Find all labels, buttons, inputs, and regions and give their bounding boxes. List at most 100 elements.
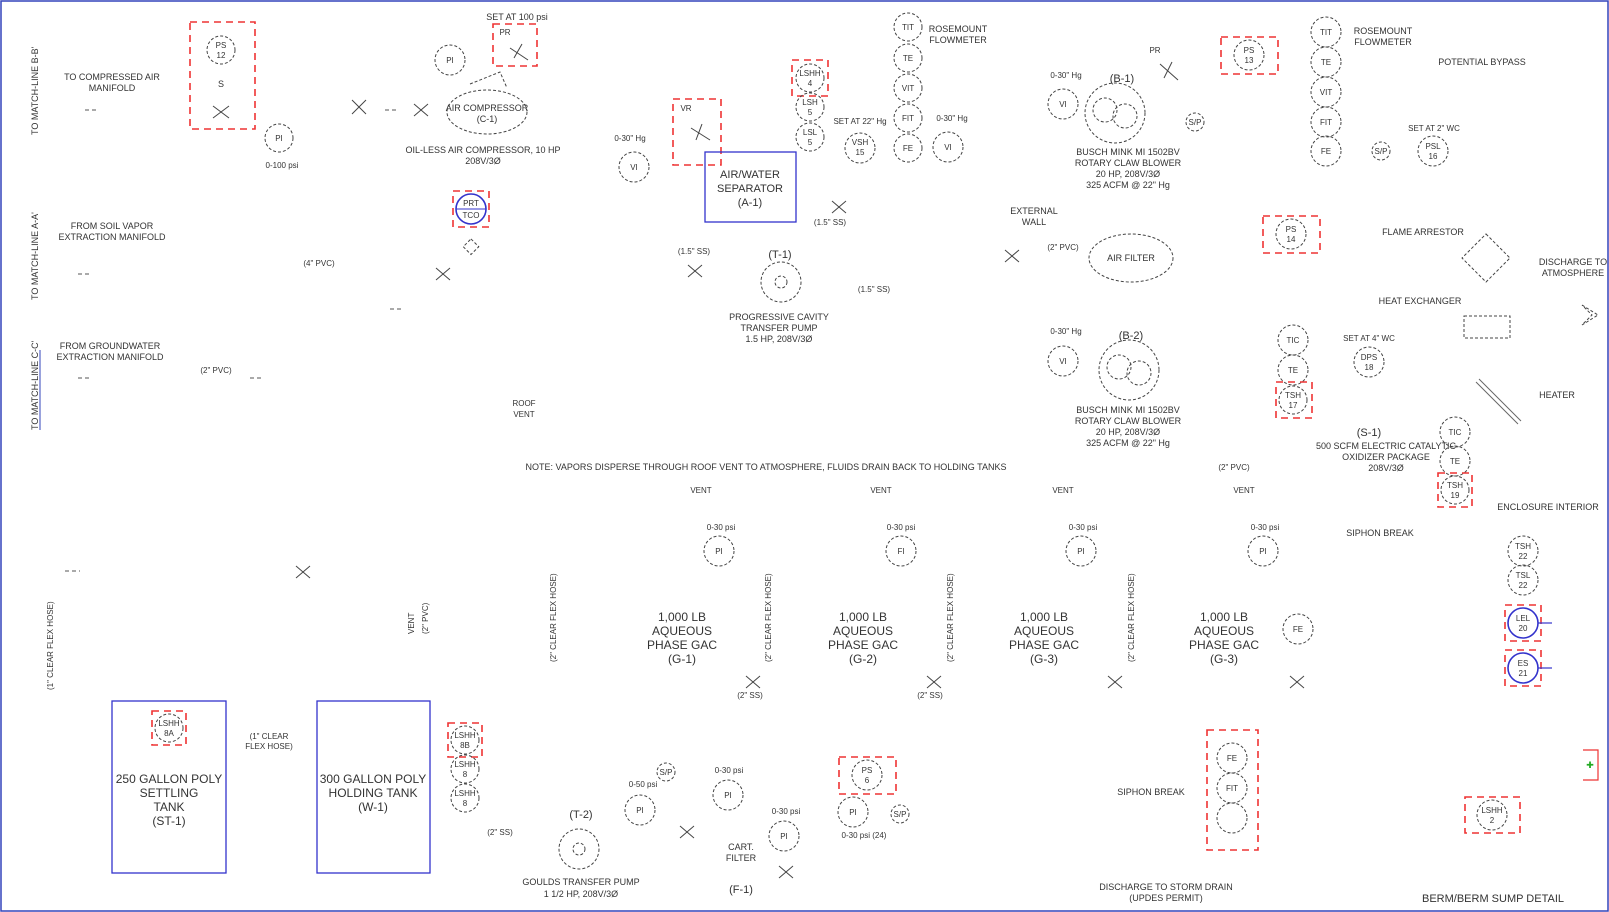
pi-gauge-b[interactable] <box>434 44 466 76</box>
fe-d-bubble[interactable] <box>1216 742 1248 774</box>
sp-bubble-b[interactable] <box>1371 141 1391 161</box>
tic-b-bubble[interactable] <box>1439 416 1471 448</box>
blower-b1-body[interactable] <box>1084 82 1146 144</box>
valve-icon-g[interactable] <box>926 675 942 689</box>
vi-gauge-b[interactable] <box>932 131 964 163</box>
dps18-bubble[interactable] <box>1353 346 1385 378</box>
check-valve-icon-a[interactable] <box>351 99 367 115</box>
fe-b-bubble[interactable] <box>1310 135 1342 167</box>
rosemount-label-a: ROSEMOUNT <box>929 24 988 34</box>
pump-t1-impeller <box>774 275 788 289</box>
sp-bubble-a[interactable] <box>1185 112 1205 132</box>
pi-g1-bubble[interactable] <box>703 535 735 567</box>
psi-label-c: 0-30 psi <box>1069 523 1098 532</box>
relief-valve-icon-b[interactable] <box>1159 61 1179 81</box>
dps18-tag: DPS <box>1361 353 1377 362</box>
pump-t2-body[interactable] <box>558 828 600 870</box>
vent-label-1: VENT <box>690 486 711 495</box>
check-valve-icon-b[interactable] <box>413 103 429 117</box>
fit-b-bubble[interactable] <box>1310 106 1342 138</box>
vi-gauge-a[interactable] <box>618 151 650 183</box>
sp-bubble-c[interactable] <box>656 762 676 782</box>
blower-b2-body[interactable] <box>1098 339 1160 401</box>
tsh19-bubble[interactable] <box>1440 475 1470 505</box>
vit-a-bubble[interactable] <box>893 73 923 103</box>
es21-bubble[interactable] <box>1507 652 1539 684</box>
valve-icon-f[interactable] <box>745 675 761 689</box>
fit-a-bubble[interactable] <box>893 103 923 133</box>
vacuum-relief-icon[interactable] <box>690 123 711 141</box>
psi-label-d: 0-30 psi <box>1251 523 1280 532</box>
valve-icon-k[interactable] <box>679 825 695 839</box>
pi-g1-tag: PI <box>715 547 723 556</box>
tit-b-bubble[interactable] <box>1310 16 1342 48</box>
tsl22-bubble[interactable] <box>1507 564 1539 596</box>
lshh2-bubble[interactable] <box>1476 799 1508 831</box>
gac4-line-2: AQUEOUS <box>1194 624 1254 638</box>
ps13-bubble[interactable] <box>1233 39 1265 71</box>
te-a-bubble[interactable] <box>893 43 923 73</box>
lsh5-bubble[interactable] <box>795 92 825 122</box>
lel20-bubble[interactable] <box>1507 607 1539 639</box>
gac-vessel-2[interactable]: 1,000 LB AQUEOUS PHASE GAC (G-2) <box>828 610 898 666</box>
vi-gauge-c[interactable] <box>1047 88 1079 120</box>
air-water-separator[interactable] <box>704 151 797 223</box>
pi-g3-bubble[interactable] <box>1065 535 1097 567</box>
dps18-number: 18 <box>1365 363 1374 372</box>
prt-tco-enclosure <box>452 190 490 228</box>
pi-gauge-a[interactable] <box>264 123 294 153</box>
sp-bubble-d[interactable] <box>890 804 910 824</box>
valve-icon-c[interactable] <box>435 267 451 281</box>
tsh17-bubble[interactable] <box>1278 385 1308 415</box>
relief-valve-icon-a[interactable] <box>509 43 529 61</box>
to-compressed-air-label-2: MANIFOLD <box>89 83 136 93</box>
valve-icon-d[interactable] <box>831 200 847 214</box>
valve-icon-h[interactable] <box>1107 675 1123 689</box>
heat-exchanger-body[interactable] <box>1463 315 1511 339</box>
lshh8a-bubble[interactable] <box>154 713 184 743</box>
valve-icon-l[interactable] <box>778 865 794 879</box>
lshh4-bubble[interactable] <box>795 63 825 93</box>
lshh-d-bubble[interactable] <box>450 783 480 813</box>
air-filter-body[interactable] <box>1088 233 1174 283</box>
ps6-bubble[interactable] <box>851 759 883 791</box>
valve-icon-e[interactable] <box>687 264 703 278</box>
valve-icon-j[interactable] <box>295 565 311 579</box>
fi-g2-bubble[interactable] <box>885 535 917 567</box>
tic-a-bubble[interactable] <box>1277 324 1309 356</box>
te-c-bubble[interactable] <box>1277 354 1309 386</box>
ps14-bubble[interactable] <box>1275 218 1307 250</box>
fit-d-bubble[interactable] <box>1216 772 1248 804</box>
tit-a-bubble[interactable] <box>893 12 923 42</box>
fe-a-bubble[interactable] <box>893 133 923 163</box>
pi-t2-bubble[interactable] <box>712 779 744 811</box>
pump-t1-body[interactable] <box>760 261 802 303</box>
vit-b-bubble[interactable] <box>1310 76 1342 108</box>
lshh-c-bubble[interactable] <box>450 754 480 784</box>
holding-tank-w1[interactable] <box>316 700 431 874</box>
solenoid-valve-icon[interactable] <box>212 105 230 119</box>
te-d-bubble[interactable] <box>1439 445 1471 477</box>
lsl5-bubble[interactable] <box>795 122 825 152</box>
gac-vessel-4[interactable]: 1,000 LB AQUEOUS PHASE GAC (G-3) <box>1189 610 1259 666</box>
gac-vessel-3[interactable]: 1,000 LB AQUEOUS PHASE GAC (G-3) <box>1009 610 1079 666</box>
match-line-a: TO MATCH-LINE A-A' <box>30 212 40 300</box>
fe-c-bubble[interactable] <box>1282 613 1314 645</box>
ps12-bubble[interactable] <box>206 35 236 65</box>
psl16-bubble[interactable] <box>1417 135 1449 167</box>
vi-gauge-a-tag: VI <box>630 163 638 172</box>
pi-t3-bubble[interactable] <box>768 820 800 852</box>
pi-t4-bubble[interactable] <box>837 796 869 828</box>
vi-gauge-d[interactable] <box>1047 345 1079 377</box>
lshh8b-bubble[interactable] <box>450 725 480 755</box>
tsh22-bubble[interactable] <box>1507 535 1539 567</box>
vsh15-bubble[interactable] <box>844 132 876 164</box>
air-compressor-body[interactable] <box>446 89 528 135</box>
pi-g4-bubble[interactable] <box>1247 535 1279 567</box>
gac-vessel-1[interactable]: 1,000 LB AQUEOUS PHASE GAC (G-1) <box>647 610 717 666</box>
lshh2-tag: LSHH <box>1481 806 1503 815</box>
valve-icon-i[interactable] <box>1289 675 1305 689</box>
te-b-bubble[interactable] <box>1310 46 1342 78</box>
pi-t1-bubble[interactable] <box>624 794 656 826</box>
settling-tank-st1[interactable] <box>111 700 227 874</box>
